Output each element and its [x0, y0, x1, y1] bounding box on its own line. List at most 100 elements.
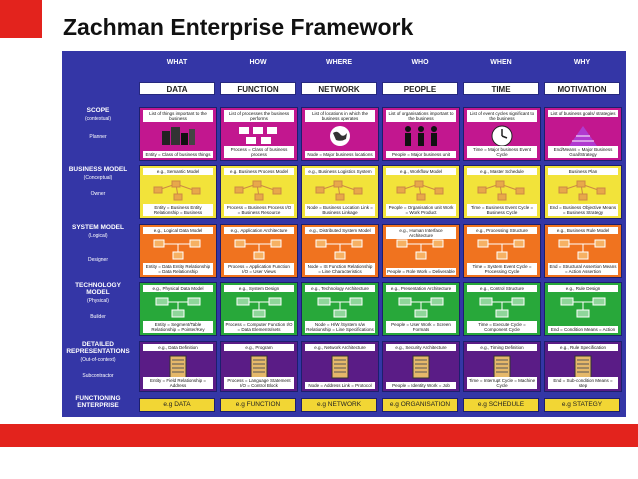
cell-definition: Process = Computer Function I/O = Data E… [224, 321, 294, 333]
application-architecture-icon [221, 238, 297, 265]
list-icon [302, 355, 378, 384]
row-role: Planner [89, 134, 107, 140]
cell-description: e.g., Data Definition [143, 344, 213, 351]
list-icon [383, 355, 459, 384]
column-question: WHO [411, 59, 429, 66]
cell-description: e.g., Rule Design [548, 285, 618, 292]
cell-description: e.g., Timing Definition [467, 344, 537, 351]
cell-description: e.g., Program [224, 344, 294, 351]
cell-description: e.g., Human Interface Architecture [386, 227, 456, 239]
functioning-cell: e.g SCHEDULE [463, 398, 539, 412]
column-question: WHEN [490, 59, 512, 66]
red-footer-bar [0, 424, 638, 447]
row-subtitle: (Logical) [88, 233, 108, 239]
column-question: WHY [573, 59, 591, 66]
cell-definition: Process = Business Process I/O = Busines… [224, 204, 294, 216]
row-role: Owner [90, 191, 106, 197]
process-boxes-icon [221, 125, 297, 150]
column-header: FUNCTION [220, 82, 296, 95]
control-structure-icon [464, 296, 540, 323]
row-subtitle: (Physical) [87, 298, 109, 304]
cell-definition: End/Means = Major Business Goal/Strategy [548, 146, 618, 158]
functioning-cell: e.g ORGANISATION [382, 398, 458, 412]
functioning-cell: e.g STATEGY [544, 398, 620, 412]
pyramid-icon [545, 125, 621, 152]
cell-definition: Time = System Event Cycle = Processing C… [467, 263, 537, 275]
row-subtitle: (contextual) [84, 116, 112, 122]
cell-definition: Entity = Data Entity Relationship = Data… [143, 263, 213, 275]
logistics-icon [302, 179, 378, 206]
column-header: MOTIVATION [544, 82, 620, 95]
cell-definition: Time = Business Event Cycle = Business C… [467, 204, 537, 216]
data-model-icon [140, 238, 216, 265]
cell-definition: Node = H/W /System s/w Relationship = Li… [305, 321, 375, 333]
cell-description: e.g., Network Architecture [305, 344, 375, 351]
cell-description: e.g., Semantic Model [143, 168, 213, 175]
row-role: Subcontractor [82, 373, 114, 379]
red-corner-accent [0, 0, 42, 38]
cell-definition: End = Condition Means = Action [548, 326, 618, 333]
system-design-icon [221, 296, 297, 323]
row-title: FUNCTIONING ENTERPRISE [75, 395, 121, 409]
framework-cell: List of organisations important to the b… [382, 107, 460, 161]
cell-definition: People = Role Work = Deliverable [386, 268, 456, 275]
functioning-cell: e.g DATA [139, 398, 215, 412]
list-icon [140, 355, 216, 384]
cell-definition: Node = Address Link = Protocol [305, 382, 375, 389]
rule-design-icon [545, 296, 621, 323]
framework-cell: List of locations in which the business … [301, 107, 379, 161]
cell-description: e.g., Business Logistics System [305, 168, 375, 175]
process-model-icon [221, 179, 297, 206]
row-title: DETAILED REPRESENTATIONS [66, 341, 130, 355]
row-subtitle: (Out-of-context) [80, 357, 116, 363]
presentation-icon [383, 296, 459, 323]
cell-description: e.g., Rule Specification [548, 344, 618, 351]
cell-definition: Time = Interrupt Cycle = Machine Cycle [467, 377, 537, 389]
cell-definition: Process = Language Statement I/O = Contr… [224, 377, 294, 389]
cell-definition: Node = Business Location Link = Business… [305, 204, 375, 216]
cell-description: e.g., Business Rule Model [548, 227, 618, 234]
cell-definition: Node = IS Function Relationship = Line C… [305, 263, 375, 275]
row-label-business-model: BUSINESS MODEL (Conceptual) Owner [64, 166, 132, 197]
cell-definition: People = User Work = Screen Formats [386, 321, 456, 333]
cell-description: e.g., Master Schedule [467, 168, 537, 175]
cell-description: e.g., Processing Structure [467, 227, 537, 234]
cell-description: e.g., Workflow Model [386, 168, 456, 175]
list-icon [221, 355, 297, 384]
building-blocks-icon [140, 125, 216, 150]
row-label-functioning-enterprise: FUNCTIONING ENTERPRISE [64, 395, 132, 409]
list-icon [545, 355, 621, 384]
cell-description: e.g., Presentation Architecture [386, 285, 456, 292]
rule-model-icon [545, 238, 621, 265]
cell-description: e.g., Application Architecture [224, 227, 294, 234]
cell-description: List of locations in which the business … [305, 110, 375, 122]
row-label-system-model: SYSTEM MODEL (Logical) Designer [64, 224, 132, 263]
functioning-cell: e.g NETWORK [301, 398, 377, 412]
row-subtitle: (Conceptual) [83, 175, 113, 181]
row-role: Builder [90, 314, 106, 320]
cell-description: e.g., Technology Architecture [305, 285, 375, 292]
cell-definition: Node = Major business locations [305, 151, 375, 158]
cell-definition: People = Identity Work = Job [386, 382, 456, 389]
